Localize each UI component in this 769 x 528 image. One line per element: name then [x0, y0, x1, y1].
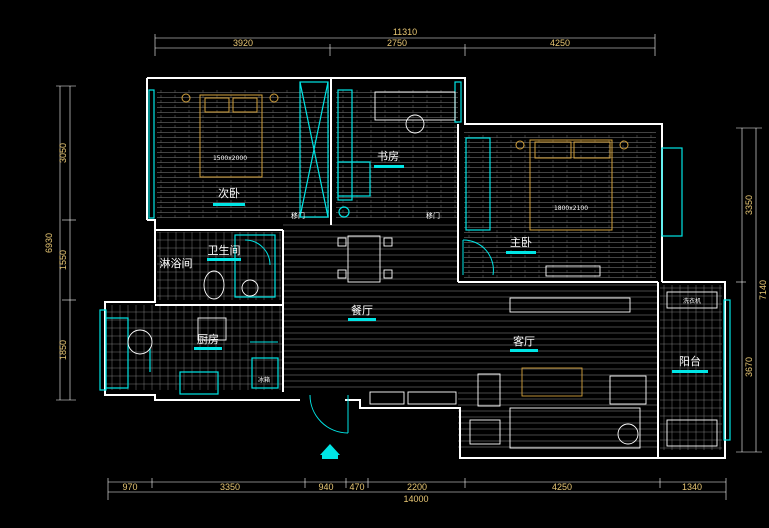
entrance-arrow-icon [320, 444, 340, 455]
room-master-bedroom: 主卧 [510, 236, 532, 249]
dim-top-total: 11310 [393, 27, 417, 37]
dim-left-3: 1850 [58, 340, 68, 360]
room-bathroom: 卫生间 [208, 243, 241, 257]
room-labels: 次卧 书房 主卧 卫生间 淋浴间 餐厅 厨房 客厅 阳台 [160, 150, 702, 368]
dim-right-2: 3670 [744, 357, 754, 377]
appliance-label: 冰箱 [258, 376, 270, 384]
dim-bottom-total: 14000 [403, 494, 428, 504]
room-second-bedroom: 次卧 [218, 186, 240, 200]
room-dining: 餐厅 [351, 303, 373, 317]
small-labels: 1500x2000 1800x2100 移门 移门 洗衣机 冰箱 [213, 155, 701, 384]
furniture [127, 91, 718, 449]
dim-bottom-2: 3350 [220, 482, 240, 492]
dim-left-1: 3050 [58, 143, 68, 163]
windows [99, 81, 731, 441]
washer-label: 洗衣机 [683, 297, 701, 305]
dim-bottom-7: 1340 [682, 482, 702, 492]
bed-size-second: 1500x2000 [213, 155, 247, 162]
dim-right-total: 7140 [758, 280, 768, 300]
beds [181, 93, 629, 231]
dim-bottom-3: 940 [318, 482, 333, 492]
dim-bottom-4: 470 [349, 482, 364, 492]
dim-top-3: 4250 [550, 38, 570, 48]
bed-size-master: 1800x2100 [554, 205, 588, 212]
dim-left-total: 6930 [44, 233, 54, 253]
room-study: 书房 [377, 150, 399, 163]
dim-top-2: 2750 [387, 38, 407, 48]
walls [104, 77, 726, 459]
sliding-door-label-1: 移门 [291, 211, 305, 220]
floor-fills [106, 88, 722, 450]
dim-right-1: 3350 [744, 195, 754, 215]
sliding-door-label-2: 移门 [426, 211, 440, 220]
room-shower: 淋浴间 [160, 257, 193, 270]
dimension-lines [56, 34, 762, 500]
doors [244, 239, 494, 434]
dim-bottom-1: 970 [122, 482, 137, 492]
room-living: 客厅 [513, 334, 535, 348]
room-balcony: 阳台 [679, 354, 701, 368]
dim-bottom-5: 2200 [407, 482, 427, 492]
dim-bottom-6: 4250 [552, 482, 572, 492]
room-kitchen: 厨房 [197, 333, 219, 346]
dim-left-2: 1550 [58, 250, 68, 270]
dimension-labels: 11310 3920 2750 4250 970 3350 940 470 22… [44, 27, 768, 504]
dim-top-1: 3920 [233, 38, 253, 48]
label-underlines [194, 165, 708, 373]
